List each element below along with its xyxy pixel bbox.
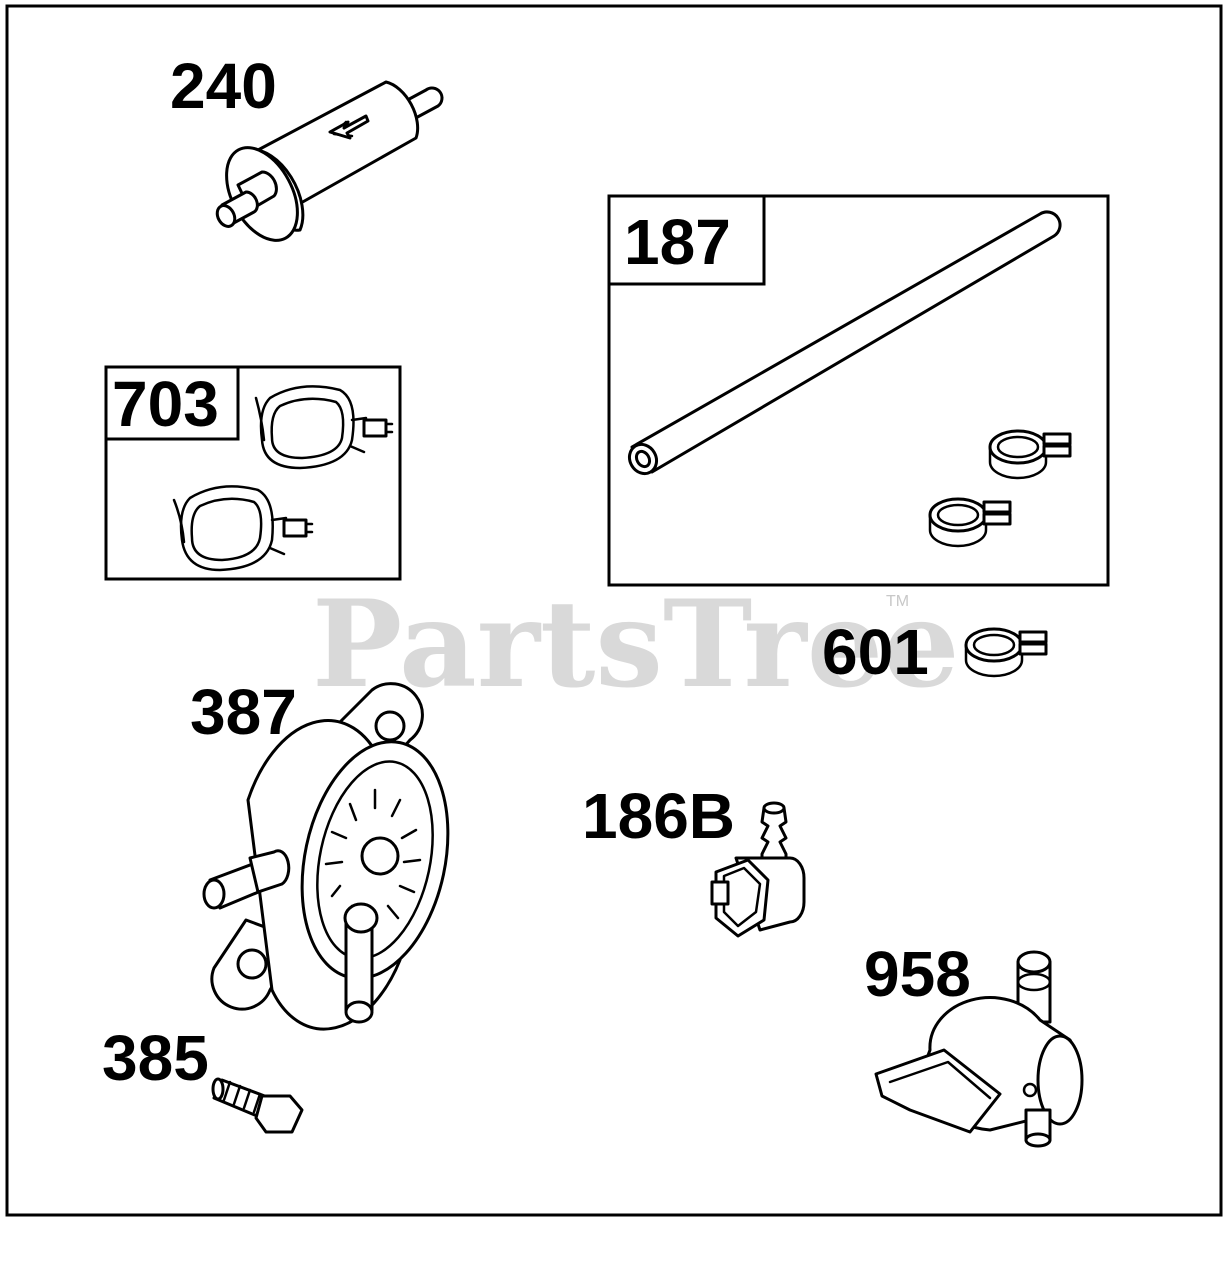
part-label-186B: 186B: [582, 780, 735, 852]
part-703[interactable]: 703: [104, 365, 402, 581]
part-958[interactable]: 958: [864, 938, 1084, 1148]
hose-clamp-icon: [964, 627, 1048, 678]
part-label-240: 240: [170, 50, 277, 122]
part-label-387: 387: [190, 676, 297, 748]
fuel-line-kit-icon: [627, 210, 1072, 548]
part-label-958: 958: [864, 938, 971, 1010]
part-label-box-187: [607, 194, 766, 286]
part-label-601: 601: [822, 616, 929, 688]
elbow-fitting-icon: [710, 801, 806, 938]
fuel-shutoff-valve-icon: [874, 950, 1084, 1148]
part-186B[interactable]: 186B: [582, 780, 806, 938]
watermark-trademark: TM: [886, 593, 909, 610]
fuel-pump-icon: [202, 682, 450, 1031]
part-187[interactable]: 187: [607, 194, 1110, 587]
part-box-703: [104, 365, 402, 581]
part-601[interactable]: 601: [822, 616, 1048, 688]
screw-icon: [211, 1077, 304, 1134]
hose-clamp-pair-icon: [172, 385, 394, 572]
part-box-187: [607, 194, 1110, 587]
part-label-703: 703: [112, 368, 219, 440]
part-387[interactable]: 387: [190, 676, 468, 1031]
part-label-187: 187: [624, 206, 731, 278]
part-385[interactable]: 385: [102, 1022, 304, 1134]
part-label-box-703: [104, 365, 240, 441]
fuel-filter-icon: [215, 80, 444, 242]
watermark-text: PartsTree: [312, 574, 959, 715]
part-label-385: 385: [102, 1022, 209, 1094]
part-240[interactable]: 240: [170, 50, 444, 252]
